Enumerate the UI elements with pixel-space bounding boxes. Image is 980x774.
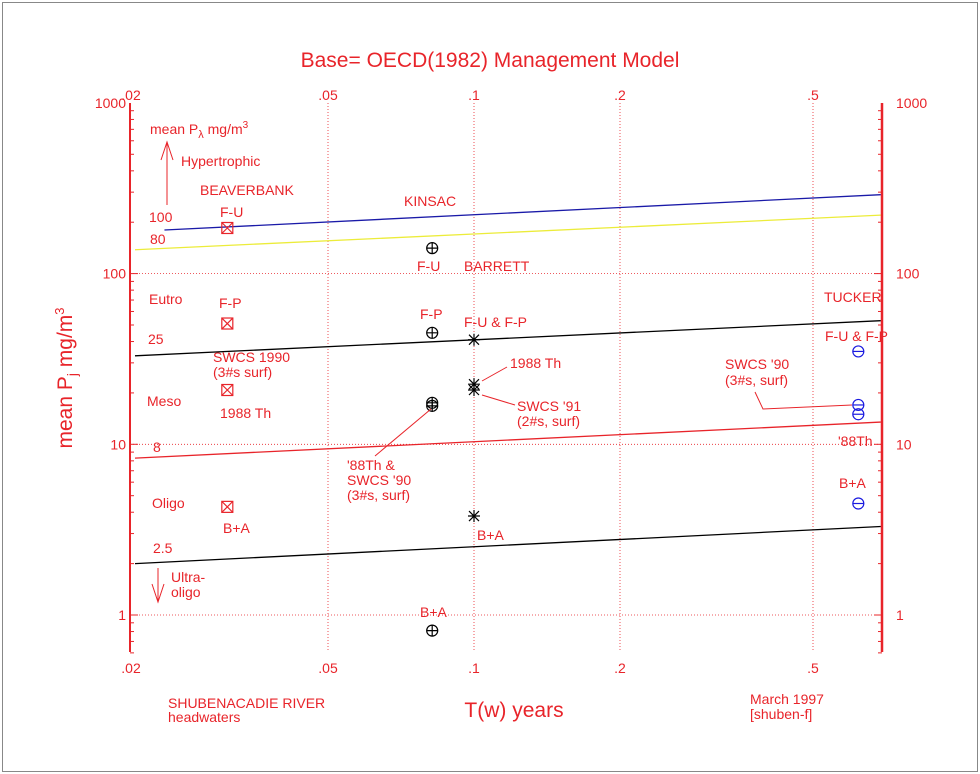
b-fufp-label: F-U & F-P: [464, 314, 527, 330]
k-fu-label: F-U: [417, 258, 440, 274]
x-tick-label-top: .02: [121, 87, 141, 103]
boundary-line-8: [134, 421, 881, 459]
barrett-label: BARRETT: [464, 258, 530, 274]
t-th-label: '88Th: [838, 433, 873, 449]
data-point-tucker: [852, 408, 865, 421]
meso-label: Meso: [147, 393, 181, 409]
data-points: [221, 221, 865, 637]
arrow-down-icon: [151, 568, 165, 604]
b-sw-label-1: SWCS '91: [517, 398, 581, 414]
t-ba-label: B+A: [839, 475, 867, 491]
y-tick-label-right: 10: [896, 436, 912, 452]
x-axis-label: T(w) years: [464, 699, 563, 722]
boundary-lines: [134, 194, 881, 565]
leader-line: [481, 366, 508, 382]
t-fufp-label: F-U & F-P: [825, 328, 888, 344]
swcs1990-label: SWCS 1990: [213, 349, 290, 365]
hypertrophic-label: Hypertrophic: [181, 153, 260, 169]
x-tick-label: .2: [614, 660, 626, 676]
footer-left-1: SHUBENACADIE RIVER: [168, 695, 325, 711]
kinsac-label: KINSAC: [404, 193, 456, 209]
eutro-label: Eutro: [149, 291, 183, 307]
boundary-line-100: [164, 194, 881, 231]
data-point-kinsac: [426, 242, 439, 255]
y-tick-label-right: 1000: [896, 95, 927, 111]
boundary-line-25: [134, 320, 881, 357]
leader-line: [374, 408, 432, 457]
footer-right-1: March 1997: [750, 691, 824, 707]
b-sw-label-2: (2#s, surf): [517, 413, 580, 429]
y-axis-label: mean Pj mg/m3: [52, 307, 80, 448]
data-point-tucker: [852, 497, 865, 510]
beaverbank-label: BEAVERBANK: [200, 182, 295, 198]
x-tick-label: .05: [318, 660, 338, 676]
ultra-label-1: Ultra-: [171, 569, 206, 585]
k-ba-label: B+A: [420, 604, 448, 620]
inner-ylabel: mean Pλ mg/m3: [150, 120, 249, 141]
oligo-label: Oligo: [152, 495, 185, 511]
data-point-kinsac: [426, 399, 439, 412]
data-point-kinsac: [426, 326, 439, 339]
y-tick-label-right: 100: [896, 266, 920, 282]
y-tick-label: 10: [110, 436, 126, 452]
x-tick-label-top: .1: [468, 87, 480, 103]
arrow-up-icon: [160, 140, 174, 205]
k-annot-1: '88Th &: [347, 457, 395, 473]
data-point-beaverbank: [221, 221, 234, 235]
k-annot-3: (3#s, surf): [347, 487, 410, 503]
x-tick-label: .1: [468, 660, 480, 676]
x-tick-label-top: .5: [807, 87, 819, 103]
boundary-line-80: [134, 214, 881, 251]
data-point-barrett: [468, 510, 480, 523]
x-tick-label: .02: [121, 660, 141, 676]
data-point-tucker: [852, 398, 865, 412]
x-tick-label-top: .05: [318, 87, 338, 103]
footer-right-2: [shuben-f]: [750, 706, 812, 722]
data-point-barrett: [468, 333, 480, 346]
x-tick-label: .5: [807, 660, 819, 676]
y-tick-label: 1000: [95, 95, 126, 111]
b-ba-label: B+A: [477, 527, 505, 543]
leader-line: [481, 394, 516, 406]
data-point-barrett: [468, 384, 480, 397]
boundary-line-2.5: [134, 525, 881, 565]
leader-line: [754, 391, 853, 410]
tucker-label: TUCKER: [824, 289, 882, 305]
data-point-beaverbank: [221, 500, 234, 513]
footer-left-2: headwaters: [168, 709, 240, 725]
boundary-8: 8: [153, 439, 161, 455]
boundary-25: 25: [148, 331, 164, 347]
data-point-beaverbank: [221, 383, 234, 397]
boundary-2.5: 2.5: [153, 540, 173, 556]
boundary-80: 80: [150, 231, 166, 247]
b-th-label: 1988 Th: [510, 355, 561, 371]
y-tick-label: 100: [103, 266, 127, 282]
data-point-tucker: [852, 345, 865, 358]
k-annot-2: SWCS '90: [347, 472, 411, 488]
bb-th-label: 1988 Th: [220, 405, 271, 421]
bb-fp-label: F-P: [219, 295, 242, 311]
chart-title: Base= OECD(1982) Management Model: [301, 49, 680, 72]
t-sw-label-2: (3#s, surf): [725, 372, 788, 388]
ultra-label-2: oligo: [171, 584, 201, 600]
y-tick-label: 1: [118, 607, 126, 623]
swcs1990-label-2: (3#s surf): [213, 364, 272, 380]
data-point-beaverbank: [221, 317, 234, 330]
axes: 1000 1000 100 100 10 10 1 1 .02 .02 .05 .05 .1 .1 .2 .2…: [95, 87, 928, 676]
bb-fu-label: F-U: [220, 204, 243, 220]
t-sw-label-1: SWCS '90: [725, 356, 789, 372]
y-tick-label-right: 1: [896, 607, 904, 623]
boundary-100: 100: [149, 209, 173, 225]
bb-ba-label: B+A: [223, 520, 251, 536]
data-point-kinsac: [426, 624, 439, 637]
x-tick-label-top: .2: [614, 87, 626, 103]
k-fp-label: F-P: [420, 306, 443, 322]
